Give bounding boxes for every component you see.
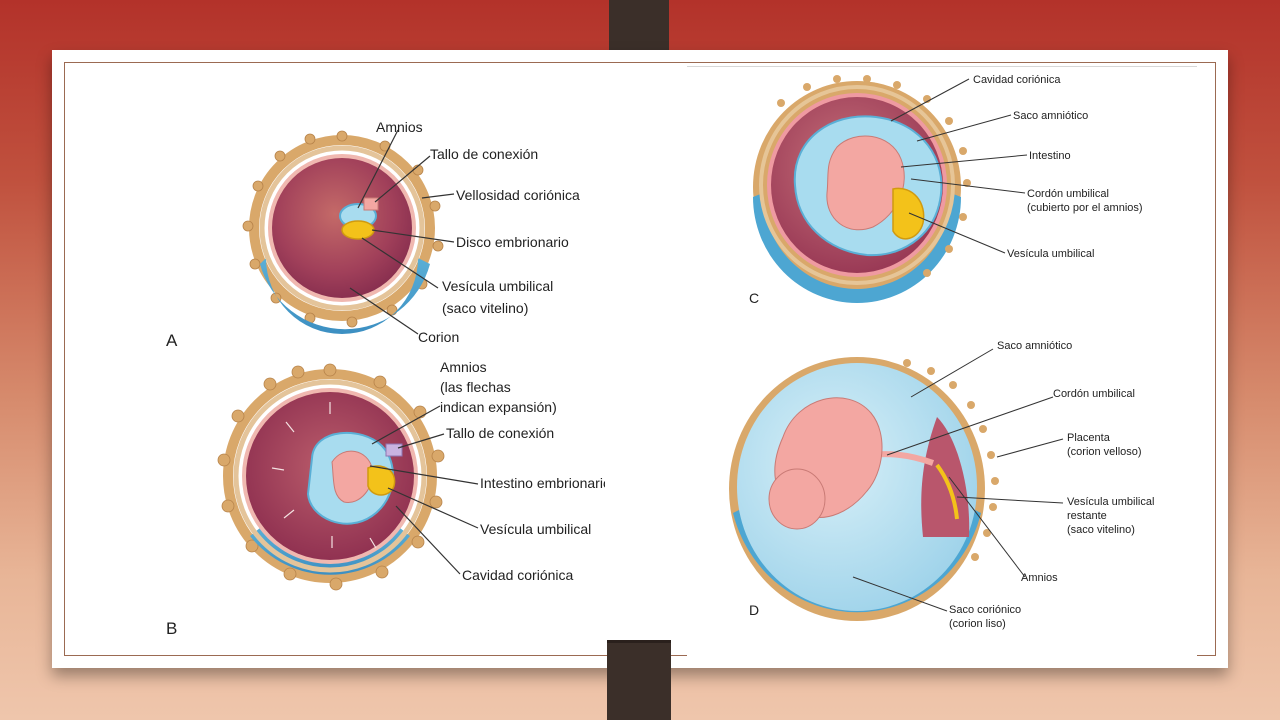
label-a-corion: Corion — [418, 329, 459, 345]
label-a-vellosidad: Vellosidad coriónica — [456, 187, 580, 203]
label-d-placenta-sub: (corion velloso) — [1067, 446, 1142, 458]
figure-letter-a: A — [166, 331, 178, 350]
figure-letter-d: D — [749, 602, 759, 618]
label-c-cordon: Cordón umbilical — [1027, 188, 1109, 200]
slide-tab-bottom — [607, 640, 671, 720]
label-a-amnios: Amnios — [376, 119, 423, 135]
label-d-vesicula-sub2: (saco vitelino) — [1067, 524, 1135, 536]
diagram-b: Amnios (las flechas indican expansión) T… — [166, 359, 611, 638]
label-d-saco-amniotico: Saco amniótico — [997, 340, 1072, 352]
figure-panel-right: Cavidad coriónica Saco amniótico Intesti… — [687, 66, 1197, 663]
label-b-intestino: Intestino embrionario — [480, 475, 605, 491]
label-a-vesicula: Vesícula umbilical — [442, 278, 553, 294]
label-d-cordon: Cordón umbilical — [1053, 388, 1135, 400]
label-c-cordon-sub: (cubierto por el amnios) — [1027, 202, 1143, 214]
label-b-tallo: Tallo de conexión — [446, 425, 554, 441]
villi-a — [242, 130, 444, 328]
label-c-saco: Saco amniótico — [1013, 110, 1088, 122]
label-c-vesicula: Vesícula umbilical — [1007, 248, 1094, 260]
label-b-amnios-2: (las flechas — [440, 379, 511, 395]
label-c-intestino: Intestino — [1029, 150, 1071, 162]
figure-letter-b: B — [166, 619, 177, 638]
label-a-disco: Disco embrionario — [456, 234, 569, 250]
label-c-cavidad: Cavidad coriónica — [973, 74, 1061, 86]
diagram-c: Cavidad coriónica Saco amniótico Intesti… — [749, 74, 1143, 306]
label-d-vesicula-sub: restante — [1067, 510, 1107, 522]
figure-panel-left: Amnios Tallo de conexión Vellosidad cori… — [100, 66, 611, 642]
label-b-cavidad: Cavidad coriónica — [462, 567, 573, 583]
label-d-vesicula: Vesícula umbilical — [1067, 496, 1154, 508]
label-a-vesicula-sub: (saco vitelino) — [442, 300, 528, 316]
figure-letter-c: C — [749, 290, 759, 306]
figure-cd-svg: Cavidad coriónica Saco amniótico Intesti… — [729, 74, 1154, 630]
label-d-saco-corionico-sub: (corion liso) — [949, 618, 1006, 630]
label-b-amnios-3: indican expansión) — [440, 399, 557, 415]
diagram-a: Amnios Tallo de conexión Vellosidad cori… — [166, 119, 580, 350]
diagram-d: Saco amniótico Cordón umbilical Placenta… — [729, 340, 1154, 630]
label-b-amnios: Amnios — [440, 359, 487, 375]
label-d-placenta: Placenta — [1067, 432, 1111, 444]
label-a-tallo: Tallo de conexión — [430, 146, 538, 162]
label-d-amnios: Amnios — [1021, 572, 1058, 584]
figure-ab-svg: Amnios Tallo de conexión Vellosidad cori… — [166, 119, 611, 638]
label-b-vesicula: Vesícula umbilical — [480, 521, 591, 537]
label-d-saco-corionico: Saco coriónico — [949, 604, 1021, 616]
